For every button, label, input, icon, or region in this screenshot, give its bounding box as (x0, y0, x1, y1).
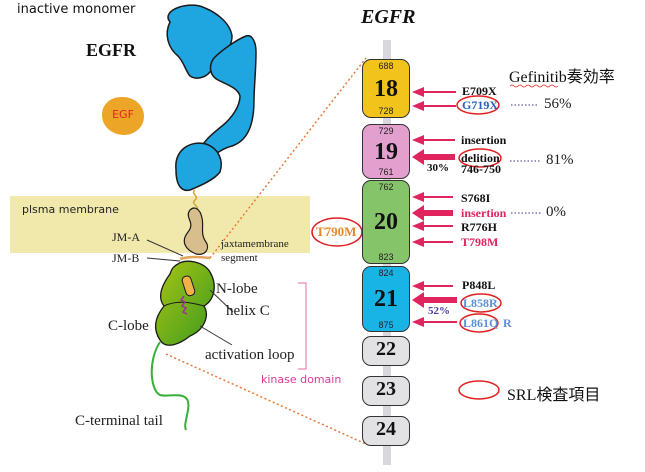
activation-loop (179, 295, 188, 315)
spellcheck-underline (509, 84, 559, 88)
mutation-exon20-insertion: insertion (461, 206, 507, 220)
mutation-r776h: R776H (461, 220, 497, 234)
legend-circle (458, 380, 500, 400)
mutation-arrows (412, 87, 457, 327)
exon-number: 21 (374, 286, 398, 312)
exon-start-position: 762 (378, 182, 394, 192)
mutation-arrow-head (412, 292, 424, 308)
mutation-arrow-head (412, 281, 424, 291)
response-dotted-lines (510, 104, 541, 214)
circle-l861q (459, 313, 499, 333)
mutation-arrow-head (412, 87, 424, 97)
exon-20: 762 20 823 (362, 180, 410, 264)
response-rate-header: Gefinitib奏効率 (509, 69, 615, 86)
mutation-arrow-head (412, 192, 424, 202)
exon-start-position: 688 (378, 61, 394, 71)
egf-ligand: EGF (102, 97, 144, 135)
exon-number: 23 (376, 378, 396, 400)
exon-21: 824 21 875 (362, 266, 410, 332)
mutation-arrow-head (412, 135, 424, 145)
kinase-domain-label: kinase domain (261, 373, 342, 386)
exon-start-position: 824 (378, 268, 394, 278)
connector-line-top (209, 57, 367, 259)
legend-label: SRL検査項目 (507, 387, 601, 404)
c-terminal-tail (150, 341, 190, 431)
circle-g719x (456, 95, 500, 115)
mutation-p848l: P848L (462, 278, 496, 292)
mutation-arrow-head (412, 317, 424, 327)
c-lobe-label: C-lobe (108, 318, 149, 334)
exon-number: 19 (374, 138, 398, 165)
helix-c-label: helix C (226, 303, 270, 319)
exon-map-title: EGFR (361, 6, 416, 28)
frequency-l858r: 52% (428, 305, 450, 317)
c-terminal-label: C-terminal tail (75, 413, 163, 429)
srl-circles (311, 95, 502, 400)
egfr-protein-label: EGFR (86, 40, 137, 60)
exon-start-position: 729 (378, 126, 394, 136)
response-rate-exon20: 0% (546, 204, 566, 220)
plasma-membrane-band (10, 196, 310, 253)
activation-loop-label: activation loop (205, 347, 295, 363)
response-rate-exon18: 56% (544, 96, 572, 112)
exon-24: 24 (362, 416, 410, 446)
t790m-label: T790M (316, 224, 357, 239)
mutation-s768i: S768I (461, 191, 491, 205)
frequency-exon19: 30% (427, 162, 449, 174)
exon-end-position: 823 (378, 252, 394, 262)
connector-line-bottom (165, 353, 367, 445)
exon-number: 18 (374, 75, 398, 102)
exon-end-position: 875 (378, 320, 394, 330)
helix-c (181, 275, 196, 297)
mutation-exon19-delition: delition (461, 151, 500, 165)
exon-number: 24 (376, 418, 396, 440)
juxtamembrane-label: jaxtamembrane (221, 238, 289, 250)
kinase-domain-bracket (298, 282, 307, 370)
exon-18: 688 18 728 (362, 59, 410, 118)
jm-a-domain (183, 207, 209, 255)
mutation-l861r-suffix: R (503, 316, 512, 330)
state-label: inactive monomer (17, 2, 136, 17)
mutation-arrow-head (412, 149, 424, 165)
mutation-e709x: E709X (462, 84, 497, 98)
mutation-t798m: T798M (461, 235, 499, 249)
n-lobe-label: N-lobe (216, 281, 258, 297)
mutation-g719x: G719X (462, 98, 498, 112)
response-rate-exon19: 81% (546, 152, 574, 168)
circle-delition (458, 148, 502, 168)
exon-22: 22 (362, 336, 410, 366)
kinase-domain (154, 260, 215, 346)
jm-a-label: JM-A (112, 230, 141, 244)
exon-end-position: 761 (378, 167, 394, 177)
egf-ligand-label: EGF (112, 108, 134, 121)
circle-l858r (460, 293, 502, 313)
juxtamembrane-segment-label: segment (221, 252, 258, 264)
mutation-arrow-head (412, 205, 424, 221)
transmembrane-helix (192, 189, 199, 211)
mutation-arrow-head (412, 221, 424, 231)
mutation-exon19-range: 746-750 (461, 162, 501, 176)
juxtamembrane-segment (179, 255, 211, 261)
membrane-label: plsma membrane (22, 203, 119, 216)
egfr-extracellular-domain (166, 4, 257, 192)
mutation-exon19-insertion: insertion (461, 133, 507, 147)
exon-23: 23 (362, 376, 410, 406)
exon-number: 22 (376, 338, 396, 360)
mutation-l861q: L861Q (463, 316, 499, 330)
mutation-l858r: L858R (463, 296, 498, 310)
mutation-arrow-head (412, 101, 424, 111)
exon-end-position: 728 (378, 106, 394, 116)
jm-b-label: JM-B (112, 251, 140, 265)
exon-number: 20 (374, 209, 398, 235)
exon-19: 729 19 761 (362, 124, 410, 179)
annotation-pointers (146, 239, 234, 346)
mutation-arrow-head (412, 237, 424, 247)
